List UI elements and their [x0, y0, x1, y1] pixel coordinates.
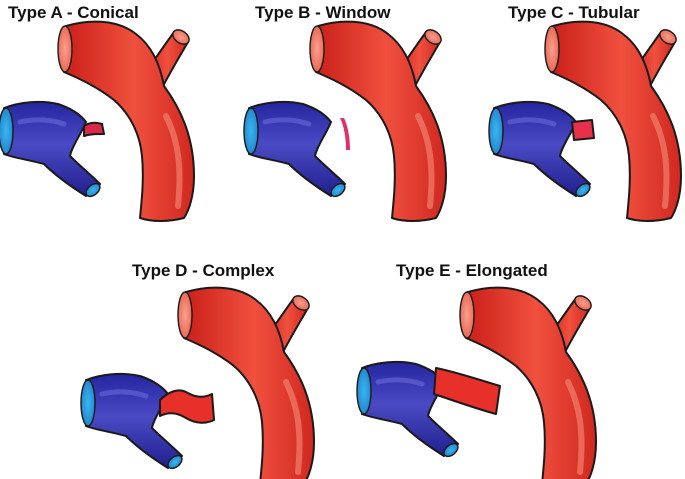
duct-elongated: [433, 367, 501, 415]
panel-title-type-b: Type B - Window: [255, 3, 391, 22]
duct-window: [340, 118, 350, 150]
duct-tubular: [571, 119, 595, 141]
panel-type-b: Type B - Window: [244, 3, 446, 221]
duct-complex: [159, 389, 215, 424]
panel-title-type-c: Type C - Tubular: [508, 3, 640, 22]
panel-title-type-e: Type E - Elongated: [396, 261, 548, 280]
panel-title-type-d: Type D - Complex: [132, 261, 275, 280]
aorta-shape-d: [178, 288, 314, 479]
panel-type-a: Type A - Conical: [0, 3, 194, 221]
panel-type-c: Type C - Tubular: [489, 3, 681, 221]
pulmonary-shape-c: [489, 102, 592, 199]
panel-title-type-a: Type A - Conical: [8, 3, 139, 22]
duct-conical: [83, 121, 105, 137]
panel-type-e: Type E - Elongated: [357, 261, 596, 479]
pulmonary-shape-b: [244, 102, 347, 199]
pulmonary-shape-d: [81, 374, 184, 471]
panel-type-d: Type D - Complex: [81, 261, 314, 479]
pulmonary-shape-a: [0, 102, 102, 199]
